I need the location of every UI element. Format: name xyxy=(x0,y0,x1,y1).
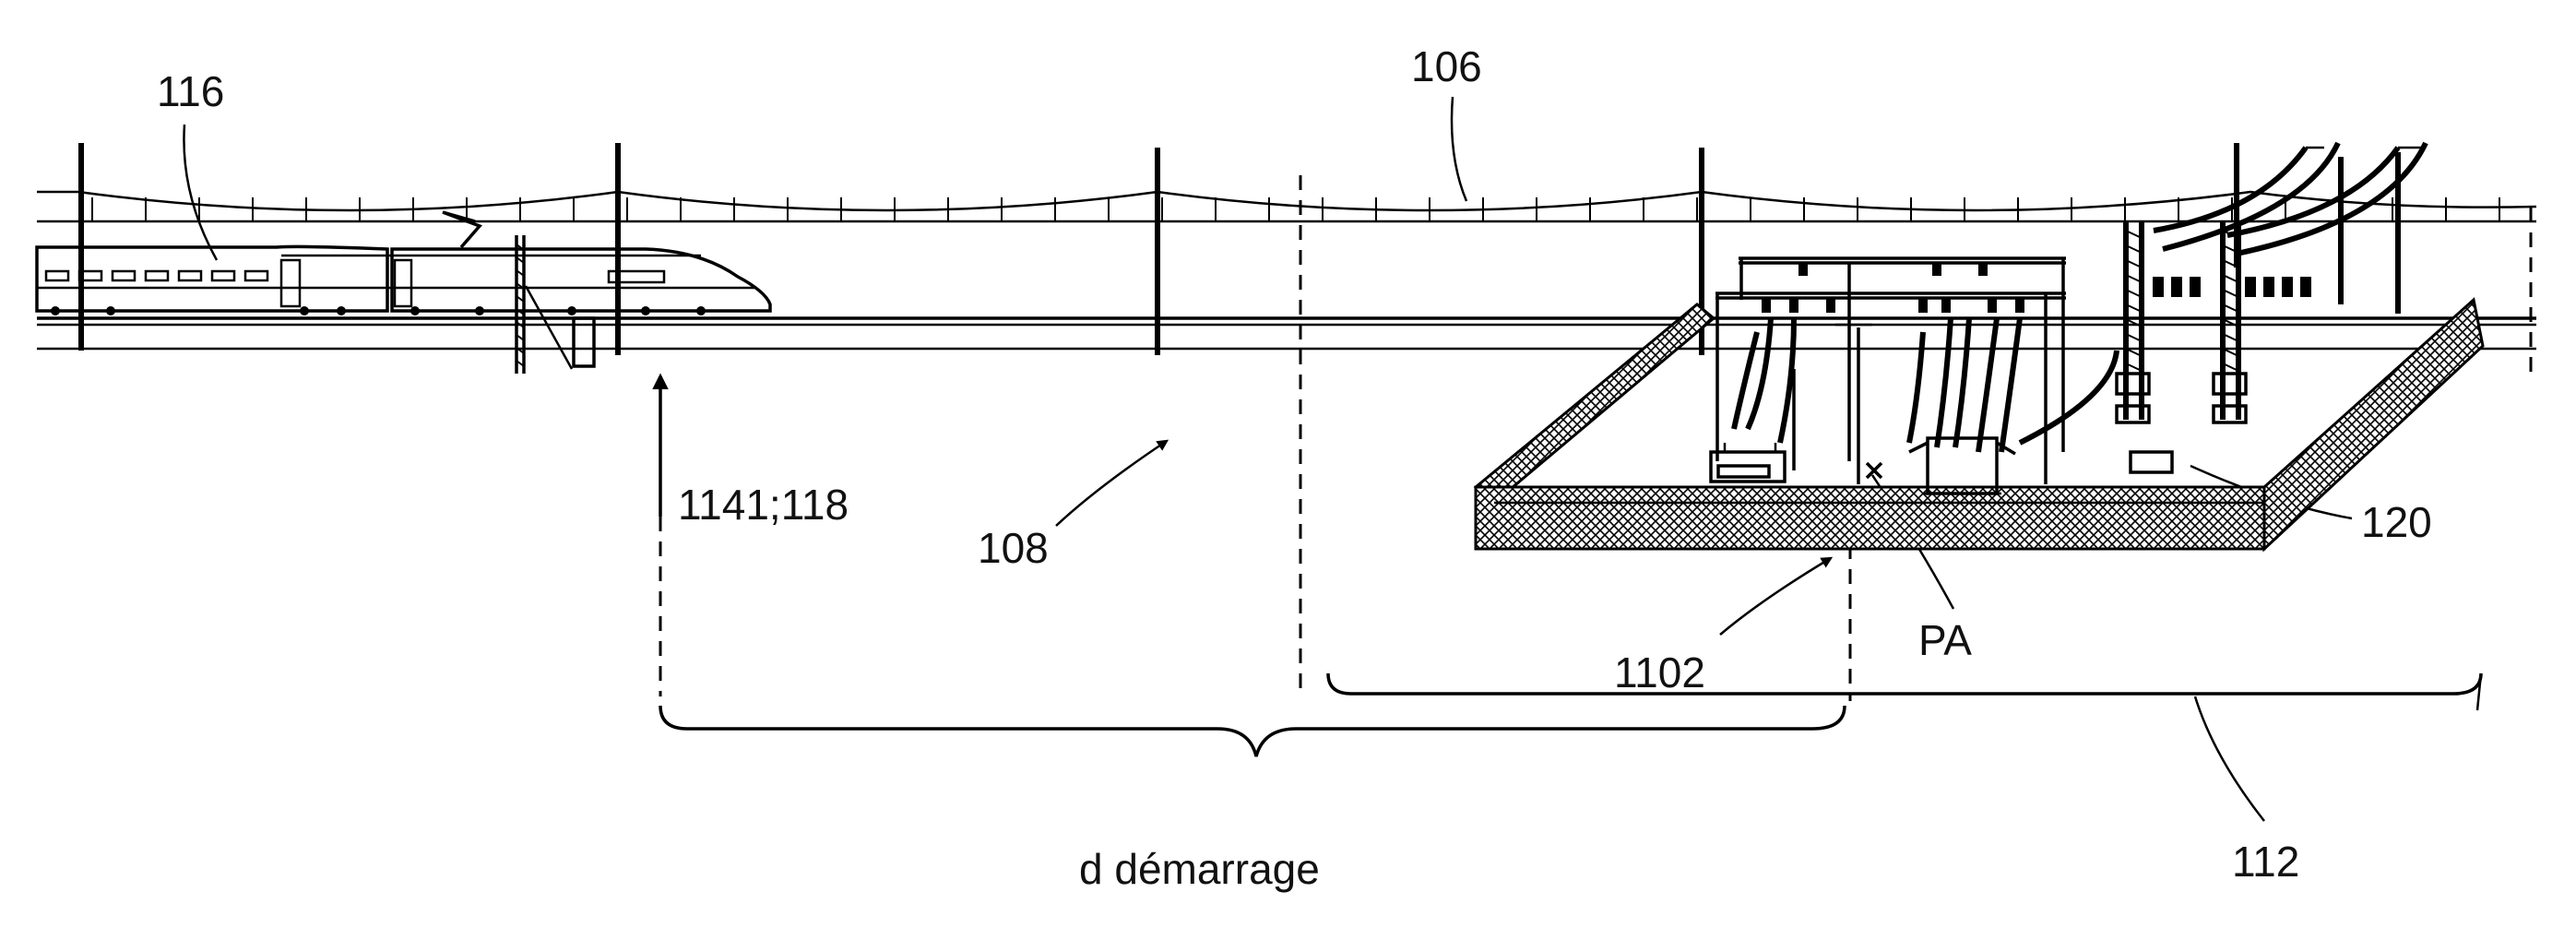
labels: 116 106 1141;118 108 120 PA 1102 112 d d… xyxy=(157,42,2432,893)
d-demarrage-brace xyxy=(660,706,1845,756)
pylon-1 xyxy=(2117,221,2149,422)
label-108: 108 xyxy=(978,524,1049,572)
train-wheel xyxy=(410,306,420,315)
insulator xyxy=(2300,277,2311,297)
insulator xyxy=(2153,277,2164,297)
insulator xyxy=(1941,298,1951,313)
reference-lines xyxy=(660,175,2531,701)
train xyxy=(37,212,770,315)
label-106: 106 xyxy=(1411,42,1482,90)
label-1141-118: 1141;118 xyxy=(678,481,849,529)
label-d-demarrage: d démarrage xyxy=(1079,845,1320,893)
label-116: 116 xyxy=(157,67,224,115)
track xyxy=(37,318,2536,349)
leader-108 xyxy=(1056,441,1167,526)
train-door xyxy=(281,260,300,306)
insulator xyxy=(1932,263,1941,276)
insulator xyxy=(1762,298,1771,313)
leader-116 xyxy=(184,125,217,260)
equipment-120 xyxy=(2131,452,2172,472)
train-window xyxy=(179,271,201,280)
insulator xyxy=(1978,263,1988,276)
train-window xyxy=(212,271,234,280)
substation-cables xyxy=(1734,318,2117,452)
label-112: 112 xyxy=(2232,838,2299,886)
train-wheel xyxy=(106,306,115,315)
transformer-left xyxy=(1711,443,1785,482)
train-wheel xyxy=(337,306,346,315)
insulator xyxy=(1826,298,1835,313)
substation xyxy=(1476,143,2483,549)
train-windows xyxy=(46,271,664,282)
train-wheel xyxy=(51,306,60,315)
insulator xyxy=(2263,277,2274,297)
train-wheel xyxy=(475,306,484,315)
label-pa: PA xyxy=(1918,616,1972,664)
insulator xyxy=(2245,277,2256,297)
train-window xyxy=(113,271,135,280)
train-wheel xyxy=(641,306,650,315)
leader-106 xyxy=(1452,97,1466,201)
pantograph xyxy=(443,212,480,247)
insulator xyxy=(2171,277,2182,297)
insulator xyxy=(2190,277,2201,297)
insulator xyxy=(1918,298,1928,313)
train-window xyxy=(46,271,68,280)
insulator xyxy=(1798,263,1808,276)
insulator xyxy=(2015,298,2024,313)
transformer-center xyxy=(1909,438,2015,494)
train-window xyxy=(146,271,168,280)
leader-1102 xyxy=(1720,558,1831,635)
train-door xyxy=(395,260,411,306)
label-120: 120 xyxy=(2361,498,2432,546)
platform-left-wall xyxy=(1476,304,1714,503)
train-power-car xyxy=(392,249,770,311)
platform-front-slab xyxy=(1476,487,2264,549)
catenary-system xyxy=(37,192,2536,221)
leader-lines xyxy=(184,97,2352,821)
train-wheel xyxy=(300,306,309,315)
insulator xyxy=(1988,298,1997,313)
gantry-insulators xyxy=(1762,263,2024,313)
insulator xyxy=(1789,298,1798,313)
pa-marker xyxy=(1867,463,1882,478)
leader-112 xyxy=(2195,696,2264,821)
zone-112-brace xyxy=(1328,673,2481,694)
messenger-wire xyxy=(37,192,2536,210)
train-window xyxy=(245,271,267,280)
label-1102: 1102 xyxy=(1614,648,1705,696)
train-wheel xyxy=(567,306,576,315)
insulator xyxy=(2282,277,2293,297)
train-wheel xyxy=(696,306,706,315)
